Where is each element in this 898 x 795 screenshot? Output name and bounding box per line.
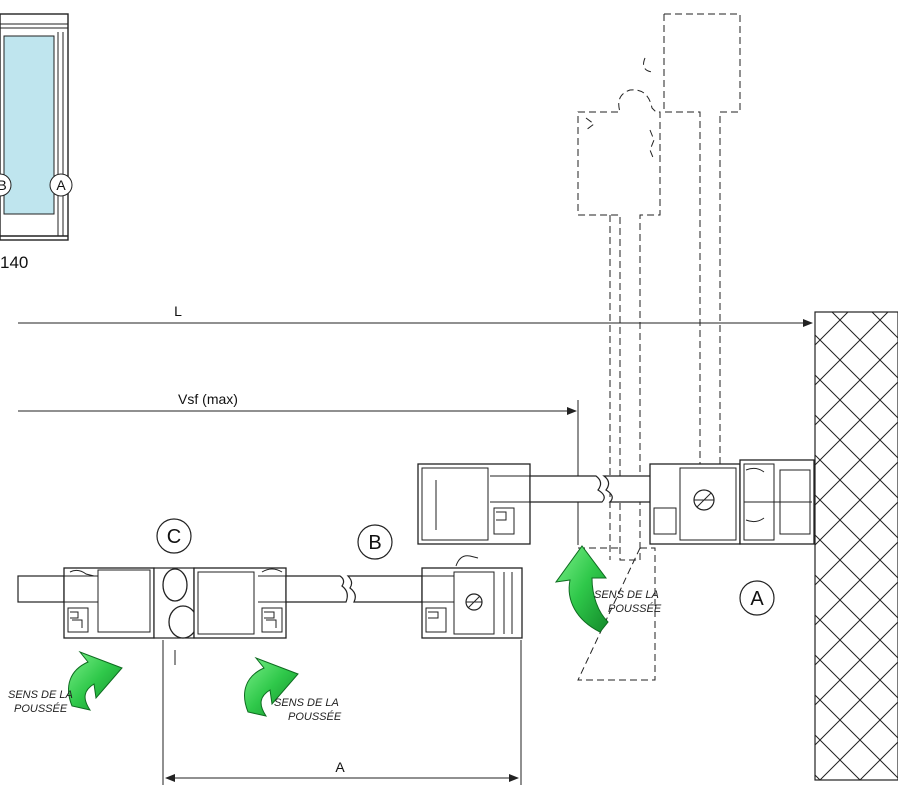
inset-label-a: A [56, 177, 66, 193]
dimension-l-label: L [174, 303, 182, 319]
dimension-a [162, 640, 522, 785]
opened-leaf-outline [577, 13, 741, 681]
push-note-right-line2: POUSSÉE [608, 602, 662, 615]
glass-left-stub [17, 575, 65, 603]
dimension-a-label: A [335, 759, 345, 775]
push-note-middle-line1: SENS DE LA [274, 697, 339, 709]
profile-middle-leaf [193, 567, 287, 639]
wall [814, 311, 898, 781]
profile-left-leaf [63, 567, 155, 639]
marker-a-label: A [750, 588, 764, 610]
marker-b-label: B [368, 532, 381, 554]
profile-wall-frame [739, 459, 815, 545]
glass-upper [529, 475, 661, 503]
glass-panel-b [285, 575, 423, 603]
profile-upper-right [649, 463, 741, 545]
push-note-right-line1: SENS DE LA [594, 589, 659, 601]
profile-right-leaf [421, 555, 523, 639]
push-note-left-line1: SENS DE LA [8, 689, 73, 701]
push-note-left-line2: POUSSÉE [14, 702, 68, 715]
marker-a: A [739, 580, 775, 616]
central-meeting-gasket [153, 567, 198, 665]
marker-c: C [156, 518, 192, 554]
inset-model-number: 140 [0, 253, 28, 272]
push-note-middle-line2: POUSSÉE [288, 710, 342, 723]
inset-label-b: B [0, 177, 7, 193]
inset-door-elevation: A B [0, 13, 73, 241]
dimension-vsf [18, 400, 579, 545]
dimension-vsf-label: Vsf (max) [178, 391, 238, 407]
push-arrow-middle [244, 656, 299, 717]
marker-b: B [357, 524, 393, 560]
marker-c-label: C [167, 526, 181, 548]
push-arrow-right [554, 545, 609, 633]
profile-upper-left [417, 463, 531, 545]
push-arrow-left [68, 650, 123, 711]
